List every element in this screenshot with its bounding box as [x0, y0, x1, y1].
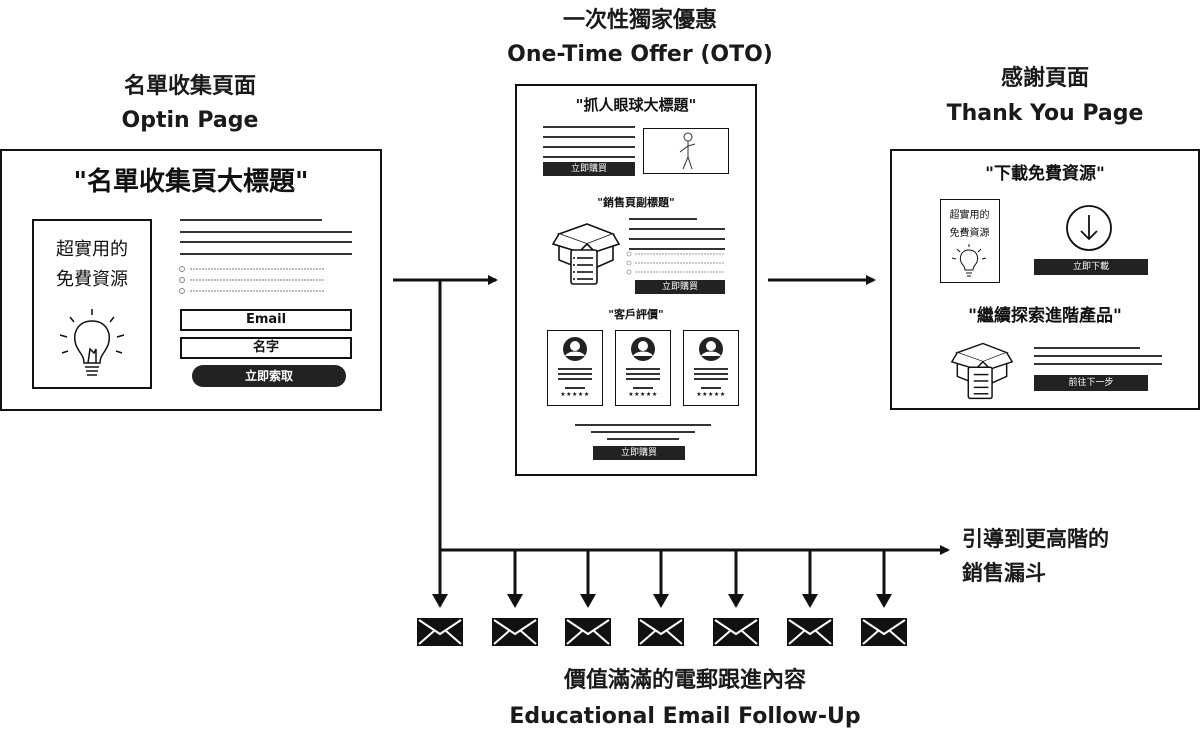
text-line	[558, 373, 592, 375]
text-line	[543, 156, 635, 158]
email-followup-title-en: Educational Email Follow-Up	[509, 704, 861, 729]
lightbulb-icon	[951, 244, 987, 277]
email-icon	[713, 618, 759, 646]
resource-text-1: 超實用的	[949, 210, 990, 221]
review-card: ★★★★★	[615, 330, 671, 406]
lightbulb-icon	[59, 309, 125, 376]
optin-headline: "名單收集頁大標題"	[73, 167, 309, 197]
text-line	[558, 378, 592, 380]
email-icon	[638, 618, 684, 646]
funnel-label-line-2: 銷售漏斗	[962, 561, 1046, 585]
text-line	[629, 218, 697, 220]
free-resource-card: 超實用的 免費資源	[940, 199, 1000, 283]
email-icon	[861, 618, 907, 646]
get-it-now-button[interactable]: 立即索取	[192, 365, 346, 387]
star-rating: ★★★★★	[560, 391, 590, 398]
next-step-button[interactable]: 前往下一步	[1034, 375, 1148, 391]
oto-subheadline: "銷售頁副標題"	[597, 196, 675, 209]
text-line	[626, 378, 660, 380]
email-icon	[787, 618, 833, 646]
download-icon	[1066, 205, 1112, 251]
text-line	[180, 219, 322, 221]
oto-page-mockup: "抓人眼球大標題" 立即購買 "銷售頁副標題"	[515, 84, 757, 476]
buy-now-button[interactable]: 立即購買	[593, 446, 685, 460]
review-card: ★★★★★	[683, 330, 739, 406]
email-followup-title-zh: 價值滿滿的電郵跟進內容	[563, 668, 806, 693]
resource-text-1: 超實用的	[56, 239, 128, 260]
review-card: ★★★★★	[547, 330, 603, 406]
text-line	[694, 378, 728, 380]
text-line	[180, 231, 352, 233]
email-icon	[565, 618, 611, 646]
star-rating: ★★★★★	[628, 391, 658, 398]
avatar-icon	[699, 337, 723, 361]
text-line	[558, 368, 592, 370]
box-checklist-icon	[551, 223, 621, 285]
checklist-bullets	[626, 251, 725, 275]
text-line	[607, 438, 679, 440]
reviews-heading: "客戶評價"	[608, 308, 664, 321]
text-line	[701, 387, 721, 389]
text-line	[633, 387, 653, 389]
text-line	[543, 136, 635, 138]
buy-now-button[interactable]: 立即購買	[543, 162, 635, 176]
text-line	[694, 368, 728, 370]
optin-page-mockup: "名單收集頁大標題" 超實用的 免費資源 Email 名字 立即索取	[0, 149, 382, 411]
text-line	[1034, 363, 1162, 365]
oto-title-en: One-Time Offer (OTO)	[507, 42, 773, 67]
name-field[interactable]: 名字	[180, 337, 352, 359]
resource-text-2: 免費資源	[56, 269, 128, 290]
text-line	[626, 373, 660, 375]
text-line	[575, 424, 711, 426]
text-line	[180, 241, 352, 243]
email-icon	[492, 618, 538, 646]
email-field[interactable]: Email	[180, 309, 352, 331]
text-line	[1034, 355, 1162, 357]
star-rating: ★★★★★	[696, 391, 726, 398]
text-line	[1034, 347, 1140, 349]
download-heading: "下載免費資源"	[985, 164, 1105, 184]
avatar-icon	[631, 337, 655, 361]
box-checklist-icon	[950, 342, 1014, 400]
stick-figure-icon	[679, 132, 696, 170]
free-resource-card: 超實用的 免費資源	[32, 219, 152, 389]
thankyou-page-mockup: "下載免費資源" 超實用的 免費資源 立即下載 "繼續探索進階產品"	[890, 149, 1200, 410]
text-line	[543, 126, 635, 128]
oto-title-zh: 一次性獨家優惠	[562, 8, 717, 33]
upsell-heading: "繼續探索進階產品"	[968, 306, 1122, 326]
oto-headline: "抓人眼球大標題"	[575, 96, 697, 114]
thankyou-title-en: Thank You Page	[946, 101, 1144, 126]
video-placeholder	[643, 128, 729, 174]
checklist-bullets	[179, 266, 324, 294]
avatar-icon	[563, 337, 587, 361]
buy-now-button[interactable]: 立即購買	[635, 280, 725, 294]
text-line	[629, 238, 725, 240]
download-now-button[interactable]: 立即下載	[1034, 259, 1148, 275]
optin-title-zh: 名單收集頁面	[123, 74, 256, 99]
funnel-label-line-1: 引導到更高階的	[962, 527, 1109, 551]
text-line	[180, 253, 352, 255]
email-icon	[417, 618, 463, 646]
text-line	[543, 146, 635, 148]
text-line	[626, 368, 660, 370]
optin-title-en: Optin Page	[121, 108, 259, 133]
text-line	[591, 431, 695, 433]
text-line	[565, 387, 585, 389]
text-line	[694, 373, 728, 375]
resource-text-2: 免費資源	[949, 228, 990, 239]
text-line	[629, 228, 725, 230]
thankyou-title-zh: 感謝頁面	[1000, 66, 1089, 91]
text-line	[629, 248, 725, 250]
